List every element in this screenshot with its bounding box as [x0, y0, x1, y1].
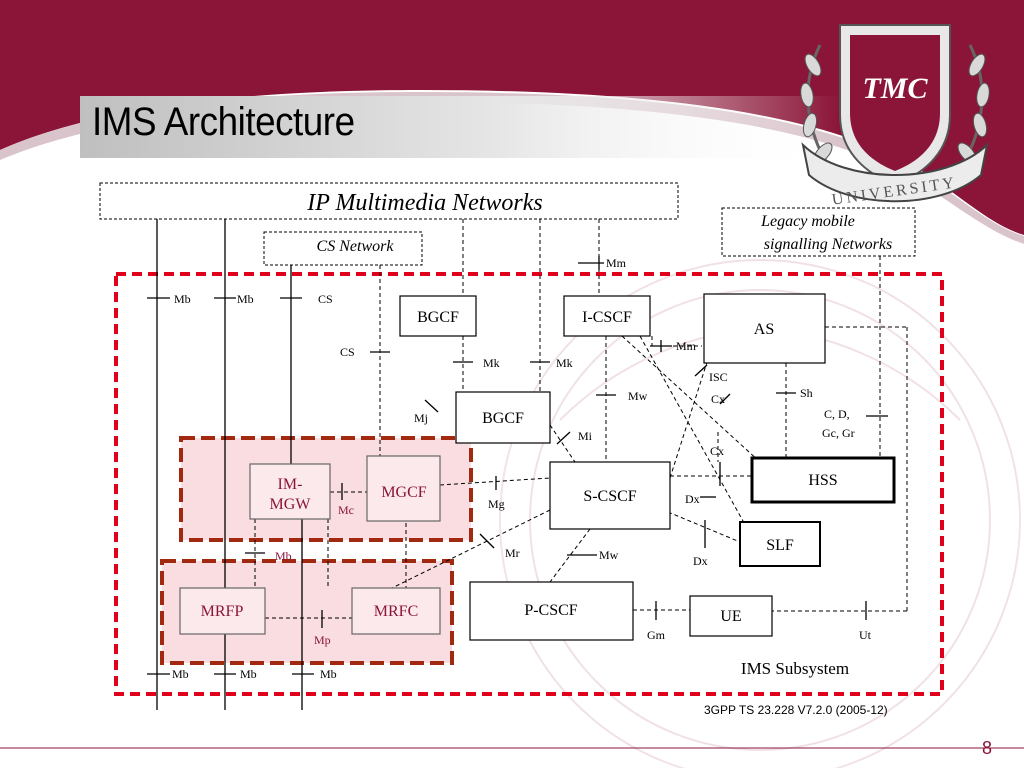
mrfp-box: [179, 587, 266, 635]
if-mm-right: Mm: [676, 339, 697, 353]
mrfc-label: MRFC: [374, 603, 418, 620]
if-cs-top: CS: [318, 292, 333, 306]
im-mgw-label-1: IM-: [278, 476, 303, 493]
mgcf-box: [366, 455, 441, 522]
ip-multimedia-label: IP Multimedia Networks: [306, 190, 543, 216]
if-cdgcgr-1: C, D,: [824, 407, 850, 421]
if-mb-b1: Mb: [172, 667, 189, 681]
if-mr: Mr: [505, 546, 520, 560]
if-mi: Mi: [578, 429, 593, 443]
if-mc: Mc: [338, 503, 354, 517]
page-title: IMS Architecture: [92, 100, 355, 144]
title-bar: [80, 96, 840, 158]
im-mgw-label-2: MGW: [270, 496, 312, 513]
mrfp-label: MRFP: [201, 603, 244, 620]
if-isc: ISC: [709, 370, 728, 384]
if-ut: Ut: [859, 628, 872, 642]
slf-box: [739, 521, 821, 567]
hss-box: [750, 456, 896, 504]
slf-label: SLF: [766, 537, 794, 554]
if-mb-2: Mb: [237, 292, 254, 306]
legacy-mobile-box: [721, 207, 916, 257]
as-box: [703, 293, 826, 364]
ims-subsystem-boundary: [114, 272, 944, 696]
icscf-label: I-CSCF: [582, 309, 632, 326]
if-mw-1: Mw: [628, 389, 648, 403]
header-swoosh: [0, 0, 1024, 235]
if-mk-1: Mk: [483, 356, 500, 370]
if-cs-left: CS: [340, 345, 355, 359]
legacy-mobile-label-2: signalling Networks: [764, 236, 892, 253]
bgcf-box: [455, 391, 551, 444]
if-sh: Sh: [800, 386, 813, 400]
ue-label: UE: [720, 608, 741, 625]
icscf-box: [563, 295, 651, 337]
if-mb-mid: Mb: [275, 549, 292, 563]
if-mm-top: Mm: [606, 256, 627, 270]
if-mg: Mg: [488, 497, 505, 511]
if-mp: Mp: [314, 633, 331, 647]
pcscf-label: P-CSCF: [524, 602, 577, 619]
hss-label: HSS: [808, 472, 837, 489]
scscf-box: [549, 461, 671, 530]
if-gm: Gm: [647, 628, 666, 642]
ue-box: [689, 595, 773, 637]
if-cx-2: Cx: [710, 444, 724, 458]
if-mb-b2: Mb: [240, 667, 257, 681]
pcscf-box: [469, 581, 634, 641]
if-mw-2: Mw: [599, 548, 619, 562]
if-dx-1: Dx: [685, 492, 700, 506]
if-cx-1: Cx: [711, 392, 725, 406]
if-mb-b3: Mb: [320, 667, 337, 681]
im-mgw-box: [249, 463, 331, 520]
ims-subsystem-label: IMS Subsystem: [741, 659, 849, 678]
if-mj: Mj: [414, 411, 428, 425]
if-mb-1: Mb: [174, 292, 191, 306]
legacy-mobile-label-1: Legacy mobile: [760, 213, 855, 230]
cs-network-box: [263, 231, 423, 266]
bgcf-label: BGCF: [482, 410, 524, 427]
bgcf-top-label: BGCF: [417, 309, 459, 326]
tmc-logo: [800, 24, 990, 203]
citation: 3GPP TS 23.228 V7.2.0 (2005-12): [704, 703, 888, 717]
as-label: AS: [754, 321, 774, 338]
page-number: 8: [982, 738, 993, 758]
if-mk-2: Mk: [556, 356, 573, 370]
cs-network-label: CS Network: [317, 238, 395, 255]
mrfc-box: [351, 587, 441, 635]
scscf-label: S-CSCF: [583, 488, 636, 505]
if-cdgcgr-2: Gc, Gr: [822, 426, 855, 440]
mgcf-label: MGCF: [381, 484, 426, 501]
ip-multimedia-box: [99, 182, 679, 220]
bgcf-top-box: [399, 295, 477, 337]
if-dx-2: Dx: [693, 554, 708, 568]
